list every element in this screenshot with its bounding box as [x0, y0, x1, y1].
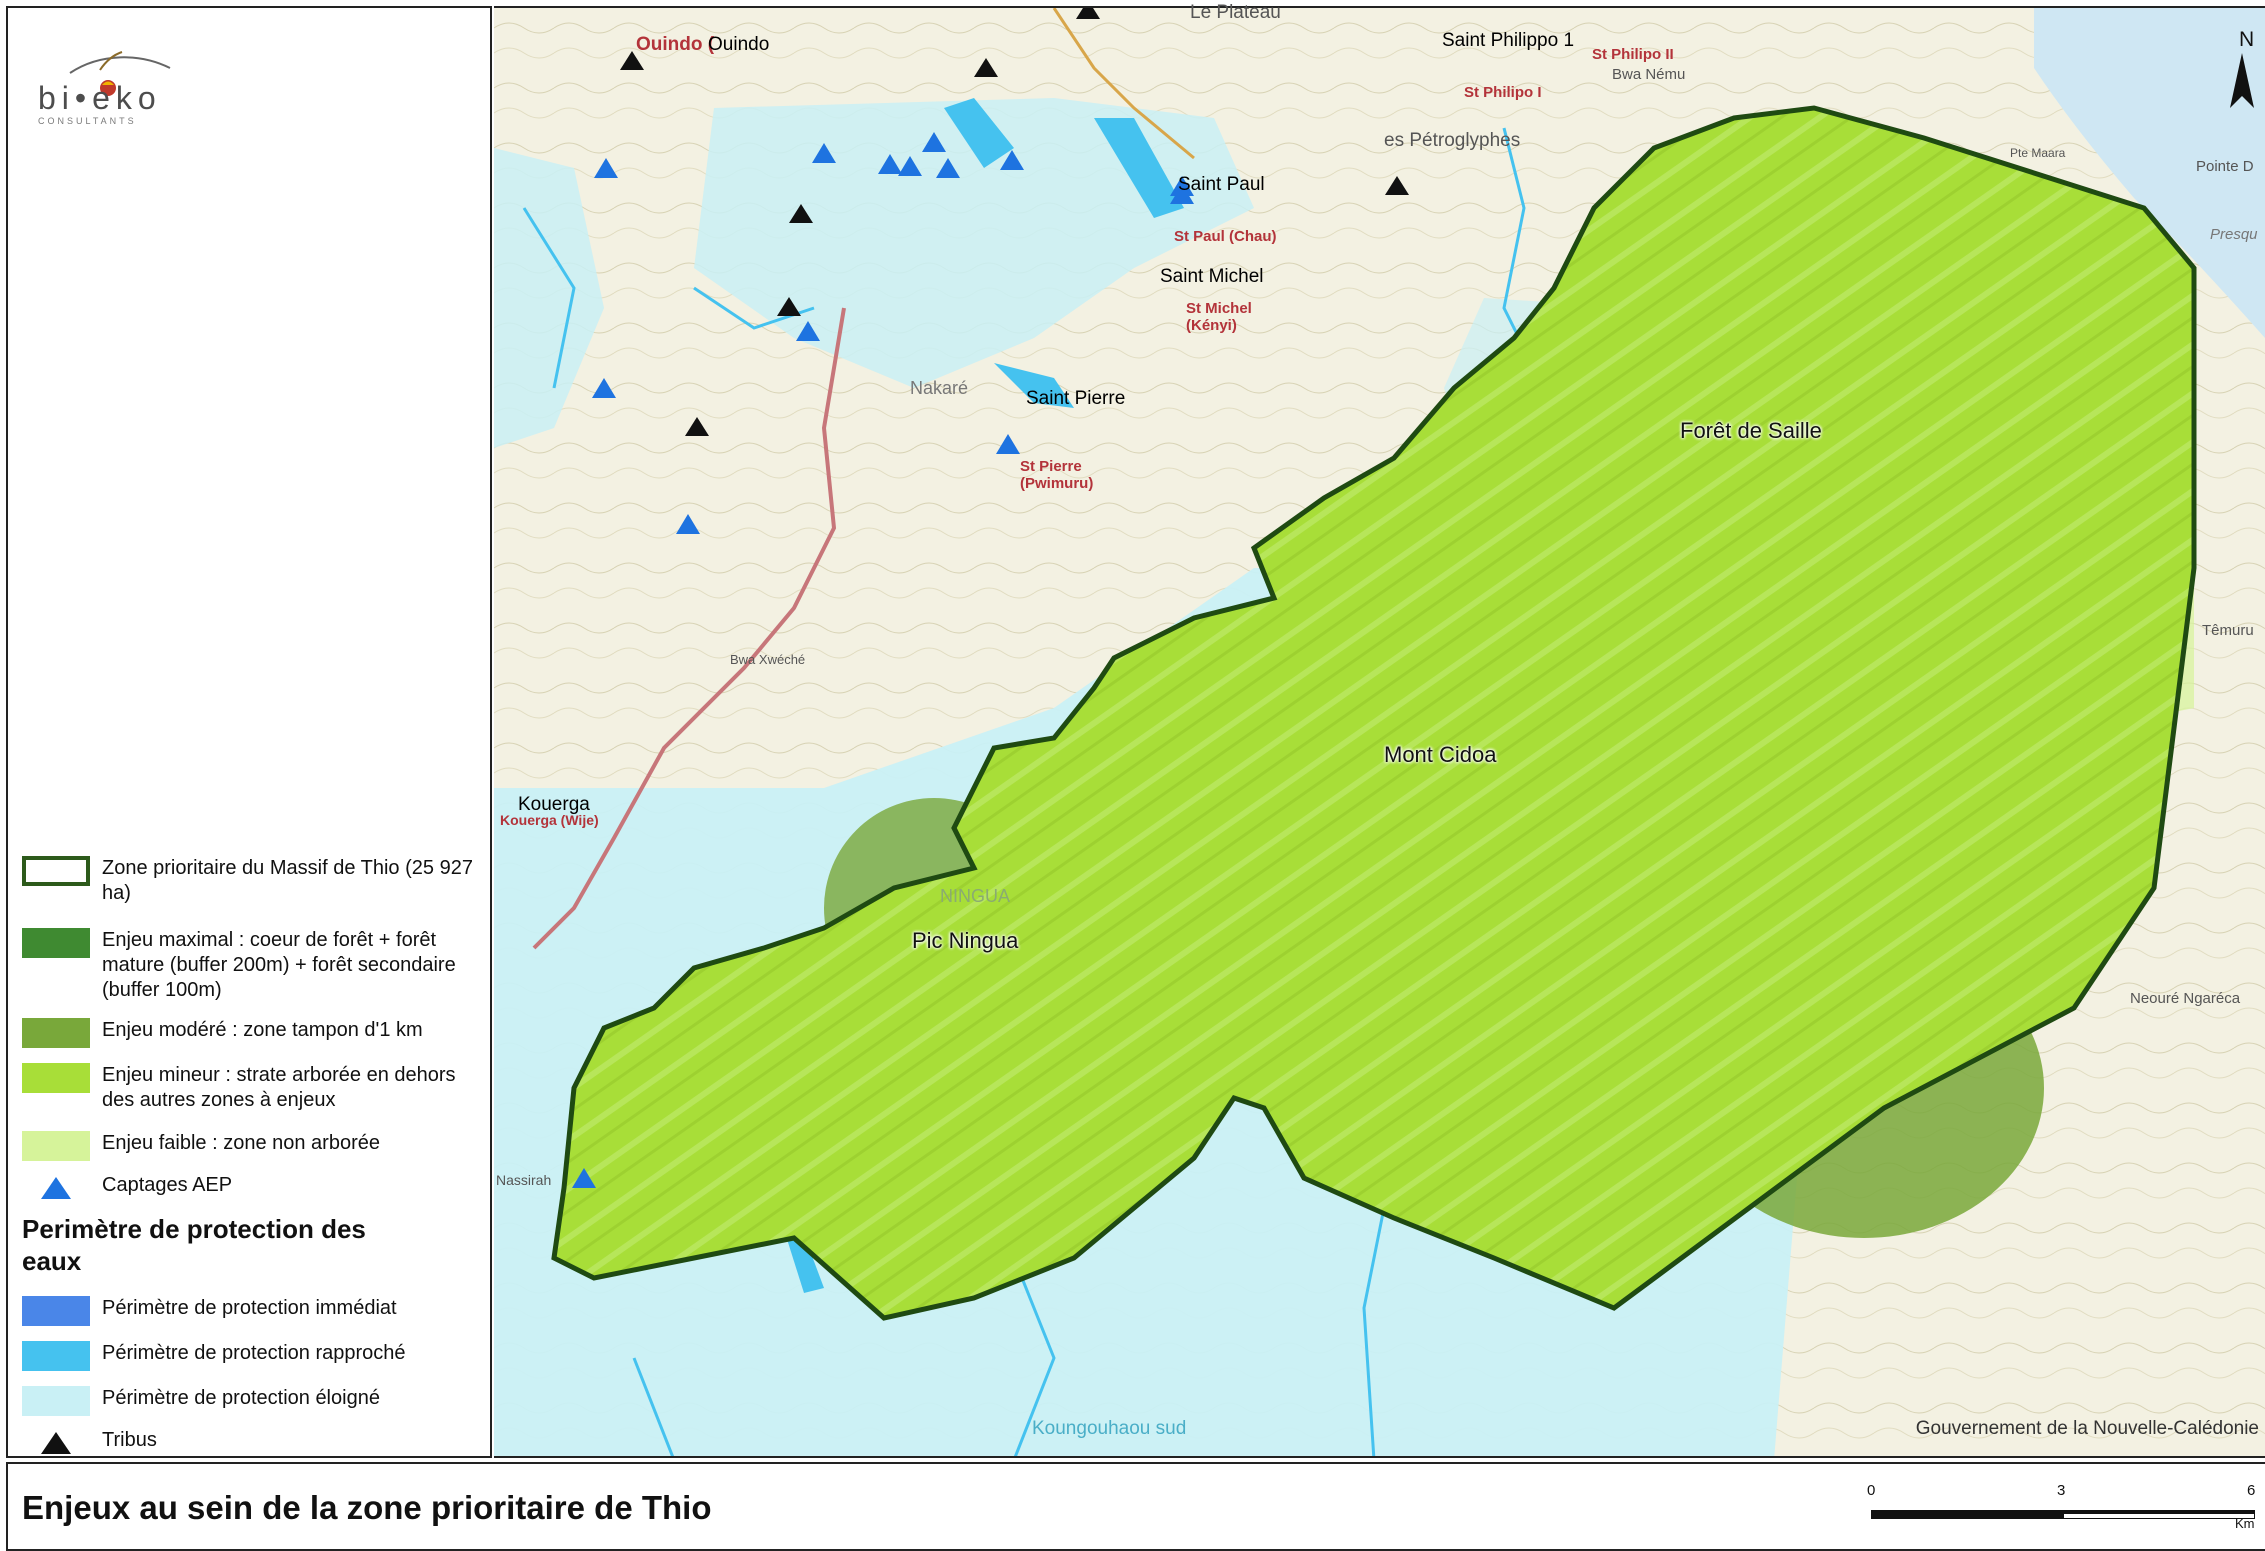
- scale-unit: Km: [2235, 1516, 2255, 1531]
- title-panel: Enjeux au sein de la zone prioritaire de…: [6, 1462, 2265, 1551]
- legend-label: Enjeu mineur : strate arborée en dehors …: [102, 1064, 456, 1111]
- legend-item-protection-rapproche: Périmètre de protection rapproché: [22, 1341, 492, 1371]
- legend-item-enjeu-mineur: Enjeu mineur : strate arborée en dehors …: [22, 1063, 492, 1113]
- legend-panel: bi•eko CONSULTANTS Zone prioritaire du M…: [6, 6, 492, 1458]
- legend-swatch-outline: [22, 856, 90, 886]
- tribu-ouindo: [620, 51, 644, 70]
- captage: [878, 154, 902, 174]
- legend-item-protection-eloigne: Périmètre de protection éloigné: [22, 1386, 492, 1416]
- logo-subtitle: CONSULTANTS: [38, 116, 137, 126]
- legend-label: Périmètre de protection immédiat: [102, 1297, 397, 1319]
- captage: [996, 434, 1020, 454]
- tribu-top: [1076, 8, 1100, 19]
- captage: [922, 132, 946, 152]
- captage: [898, 156, 922, 176]
- protection-rapproche: [994, 363, 1074, 408]
- map-svg[interactable]: N: [494, 8, 2265, 1458]
- scale-bar-segment: [1871, 1510, 2063, 1519]
- legend-swatch: [22, 1131, 90, 1161]
- captage: [936, 158, 960, 178]
- bioeko-logo: [30, 48, 200, 138]
- captages-markers: [572, 132, 1194, 1188]
- protection-eloigne-west: [494, 148, 604, 448]
- captage: [572, 1168, 596, 1188]
- legend-item-tribus: Tribus: [22, 1428, 492, 1458]
- map-canvas[interactable]: N: [494, 6, 2265, 1458]
- captage: [812, 143, 836, 163]
- legend-item-captages: Captages AEP: [22, 1173, 492, 1203]
- tribus-markers: [620, 8, 1409, 436]
- road: [1052, 8, 1195, 160]
- tribu-saint-michel: [777, 297, 801, 316]
- triangle-blue-icon: [22, 1173, 90, 1203]
- legend-item-protection-immediat: Périmètre de protection immédiat: [22, 1296, 492, 1326]
- captage: [1000, 150, 1024, 170]
- logo-mark: [69, 51, 171, 96]
- scale-tick-3: 3: [2057, 1482, 2066, 1499]
- map-title: Enjeux au sein de la zone prioritaire de…: [22, 1489, 712, 1526]
- legend-label: Enjeu faible : zone non arborée: [102, 1132, 380, 1154]
- legend-swatch: [22, 1341, 90, 1371]
- legend-label: Zone prioritaire du Massif de Thio (25 9…: [102, 857, 473, 904]
- north-arrow-icon: N: [2230, 28, 2254, 108]
- legend-swatch: [22, 1018, 90, 1048]
- legend-label: Périmètre de protection rapproché: [102, 1342, 406, 1364]
- scale-bar-segment: [2063, 1510, 2255, 1514]
- tribu-saint-pierre: [685, 417, 709, 436]
- scale-bar: 0 3 6 Km: [1849, 1472, 2259, 1542]
- logo-text: bi•eko: [38, 80, 162, 116]
- legend-label: Enjeu maximal : coeur de forêt + forêt m…: [102, 929, 456, 1001]
- legend-item-zone-prioritaire: Zone prioritaire du Massif de Thio (25 9…: [22, 856, 492, 906]
- legend-label: Enjeu modéré : zone tampon d'1 km: [102, 1019, 423, 1041]
- legend-swatch: [22, 1296, 90, 1326]
- captage: [796, 321, 820, 341]
- triangle-black-icon: [22, 1428, 90, 1458]
- legend-item-enjeu-faible: Enjeu faible : zone non arborée: [22, 1131, 492, 1161]
- tribu-saint-philippo: [974, 58, 998, 77]
- legend-swatch: [22, 1386, 90, 1416]
- protection-rapproche: [1094, 118, 1184, 218]
- captage: [594, 158, 618, 178]
- scale-tick-0: 0: [1867, 1482, 1876, 1499]
- legend-label: Captages AEP: [102, 1174, 233, 1196]
- scale-tick-6: 6: [2247, 1482, 2256, 1499]
- tribu-saint-paul: [789, 204, 813, 223]
- north-label: N: [2239, 28, 2254, 51]
- road: [532, 307, 846, 950]
- legend-label: Périmètre de protection éloigné: [102, 1387, 380, 1409]
- captage: [1170, 184, 1194, 204]
- captage: [676, 514, 700, 534]
- captage: [592, 378, 616, 398]
- legend-swatch: [22, 928, 90, 958]
- protection-eloigne-north: [694, 98, 1254, 388]
- legend-heading-protection: Perimètre de protection des eaux: [22, 1214, 366, 1276]
- tribu-pointe: [1385, 176, 1409, 195]
- sea-area: [2034, 8, 2265, 338]
- legend-item-enjeu-maximal: Enjeu maximal : coeur de forêt + forêt m…: [22, 928, 492, 1003]
- protection-rapproche: [944, 98, 1014, 168]
- legend-item-enjeu-modere: Enjeu modéré : zone tampon d'1 km: [22, 1018, 492, 1048]
- legend-label: Tribus: [102, 1429, 157, 1451]
- legend-swatch: [22, 1063, 90, 1093]
